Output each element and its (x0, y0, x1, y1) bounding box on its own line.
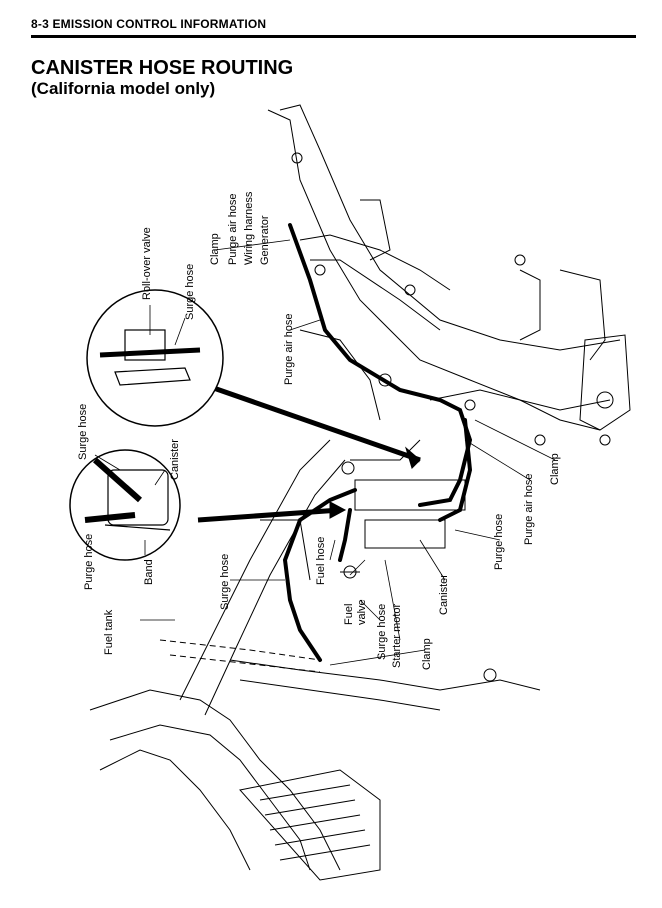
label-clamp-right: Clamp (549, 453, 561, 485)
label-surge-hose-bottom: Surge hose (376, 604, 388, 660)
label-clamp-bottom: Clamp (421, 638, 433, 670)
frame-bolt (464, 399, 476, 411)
page-title: CANISTER HOSE ROUTING (31, 57, 294, 79)
frame-bolt (514, 254, 526, 266)
label-surge-hose-left: Surge hose (219, 554, 231, 610)
section-header: 8-3 EMISSION CONTROL INFORMATION (31, 17, 267, 31)
label-purge-air-hose-top: Purge air hose (227, 193, 239, 265)
lower-rail (229, 659, 541, 691)
rollover-valve-body (124, 329, 166, 361)
fork-assembly (89, 689, 341, 871)
purge-hose-inset (84, 512, 136, 523)
label-starter-motor: Starter motor (391, 603, 403, 668)
frame-bolt (314, 264, 326, 276)
canister-inset (69, 449, 181, 561)
label-purge-air-hose-right: Purge air hose (523, 473, 535, 545)
purge-air-hose (288, 223, 473, 507)
canister-body (354, 479, 466, 511)
fuel-hose (338, 508, 352, 562)
starter-motor-body (364, 519, 446, 549)
frame-lower-outline (279, 104, 621, 351)
label-surge-hose-inset1: Surge hose (184, 264, 196, 320)
inset-pointer-arrow-bottom (197, 507, 341, 523)
frame-bolt (291, 152, 303, 164)
frame-upper-outline (267, 109, 611, 411)
rollover-valve-bracket (114, 367, 191, 386)
label-surge-hose-inset2: Surge hose (77, 404, 89, 460)
label-purge-hose-main: Purge hose (493, 514, 505, 570)
rollover-valve-inset (86, 289, 224, 427)
page-subtitle: (California model only) (31, 79, 216, 98)
label-wiring-harness: Wiring harness (243, 191, 255, 265)
surge-hose-main (282, 488, 357, 662)
engine-mount (579, 334, 631, 431)
label-rollover-valve: Roll-over valve (141, 227, 153, 300)
label-canister-inset: Canister (169, 439, 181, 480)
purge-air-hose-lower (438, 418, 473, 522)
frame-bolt (341, 461, 355, 475)
header-rule (31, 35, 636, 38)
inset-pointer-arrow-top (204, 382, 421, 463)
label-generator: Generator (259, 215, 271, 265)
frame-bolt (378, 373, 392, 387)
frame-bolt (596, 391, 614, 409)
frame-bolt (534, 434, 546, 446)
label-canister-main: Canister (438, 574, 450, 615)
canister-inset-body (107, 469, 169, 526)
frame-bolt (599, 434, 611, 446)
frame-bolt (404, 284, 416, 296)
label-fuel-tank: Fuel tank (103, 609, 115, 655)
fork-boot (239, 769, 381, 881)
surge-hose-inset (93, 457, 142, 503)
label-fuel-valve: Fuelvalve (343, 599, 368, 625)
frame-downtube (179, 439, 331, 701)
label-purge-hose-inset: Purge hose (83, 534, 95, 590)
fuel-tank-outline (159, 639, 321, 661)
label-band: Band (143, 559, 155, 585)
label-clamp-top: Clamp (209, 233, 221, 265)
label-fuel-hose: Fuel hose (315, 537, 327, 585)
label-purge-air-hose-mid: Purge air hose (283, 313, 295, 385)
